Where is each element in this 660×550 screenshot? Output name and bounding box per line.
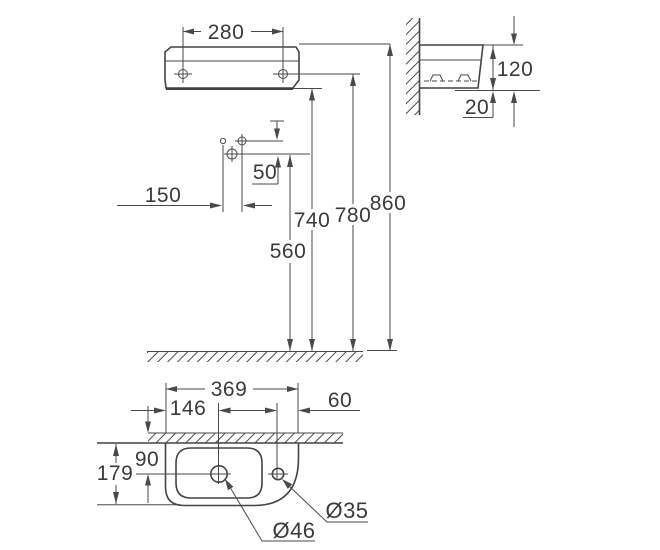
dim-120-label: 120 [497, 58, 534, 81]
dim-860-label: 860 [370, 192, 407, 215]
floor-hatch [147, 352, 363, 362]
dim-90-label: 90 [135, 448, 159, 471]
dim-179-label: 179 [97, 462, 134, 485]
dim-179: 179 [97, 444, 134, 504]
side-view: 120 20 [406, 16, 540, 127]
dim-90: 90 [135, 406, 159, 503]
side-view-outline [420, 44, 484, 89]
dim-560-label: 560 [270, 240, 307, 263]
dim-280-label: 280 [208, 21, 245, 44]
dim-20: 20 [463, 91, 496, 119]
side-view-bracket-bump-left [429, 74, 444, 82]
leader-dia35: Ø35 [282, 479, 368, 523]
plan-wall-hatch [148, 433, 343, 443]
plan-view: 369 146 60 90 [97, 378, 368, 543]
drain-hole [210, 464, 229, 483]
dim-150-label: 150 [145, 184, 182, 207]
dia35-label: Ø35 [325, 498, 368, 523]
dim-146-label: 146 [170, 397, 207, 420]
front-view-outline [164, 46, 300, 89]
dim-780-label: 780 [335, 204, 372, 227]
height-dimensions: 560 740 780 860 [270, 44, 407, 351]
dim-780: 780 [335, 74, 372, 351]
dim-150: 150 [117, 145, 272, 212]
dim-740: 740 [294, 88, 331, 351]
plan-basin-outer-outline [164, 443, 300, 507]
leader-dia46: Ø46 [225, 479, 315, 543]
plan-basin-inner-bowl [175, 447, 263, 499]
dim-740-label: 740 [294, 209, 331, 232]
side-hole [271, 467, 285, 481]
dim-50-label: 50 [253, 161, 277, 184]
dim-60-label: 60 [328, 389, 352, 412]
dim-280: 280 [182, 21, 284, 83]
dia46-label: Ø46 [272, 518, 315, 543]
front-view: 280 [164, 21, 390, 90]
dim-60: 60 [265, 389, 360, 468]
tap-hole-detail: 50 150 [117, 120, 310, 212]
dim-20-label: 20 [465, 96, 489, 119]
dim-120: 120 [490, 16, 533, 127]
dim-369-label: 369 [211, 378, 248, 401]
floor-line [147, 350, 397, 362]
dim-50: 50 [252, 120, 284, 185]
side-view-bracket-bump-right [457, 74, 472, 82]
pilot-hole [219, 137, 227, 145]
dim-860: 860 [370, 44, 407, 351]
side-hole-centermark [268, 468, 288, 480]
dim-146: 146 [131, 397, 265, 466]
wall-hatch [406, 18, 419, 115]
dim-369: 369 [165, 378, 299, 433]
dim-560: 560 [270, 155, 307, 351]
